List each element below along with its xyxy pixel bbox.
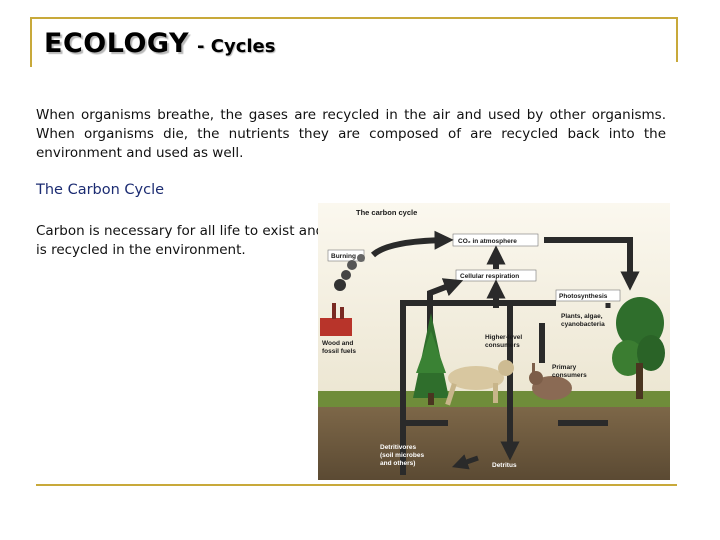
burning-label: Burning: [331, 253, 356, 260]
higher-level-label-1: Higher-level: [485, 334, 522, 341]
wood-label-1: Wood and: [322, 340, 353, 347]
respiration-label: Cellular respiration: [460, 273, 519, 280]
carbon-cycle-text: Carbon is necessary for all life to exis…: [36, 222, 326, 260]
frame-top-border: [30, 17, 677, 19]
slide-title: ECOLOGY - Cycles: [44, 28, 275, 59]
frame-right-border: [676, 17, 678, 62]
wood-label-2: fossil fuels: [322, 348, 356, 355]
plants-label-1: Plants, algae,: [561, 313, 603, 320]
higher-level-label-2: consumers: [485, 342, 520, 349]
primary-label-2: consumers: [552, 372, 587, 379]
photosynthesis-label: Photosynthesis: [559, 293, 608, 300]
frame-bottom-border: [36, 484, 677, 486]
frame-left-border: [30, 17, 32, 67]
primary-label-1: Primary: [552, 364, 577, 371]
diagram-soil: [318, 407, 670, 480]
diagram-title: The carbon cycle: [356, 208, 417, 217]
title-subtitle: - Cycles: [197, 36, 275, 57]
title-main: ECOLOGY: [44, 28, 189, 59]
carbon-cycle-diagram: The carbon cycle CO₂ in atmosphere Burni…: [318, 203, 670, 480]
intro-paragraph: When organisms breathe, the gases are re…: [36, 106, 666, 163]
detritus-label: Detritus: [492, 462, 517, 469]
plants-label-2: cyanobacteria: [561, 321, 605, 328]
detritivores-label-1: Detritivores: [380, 444, 417, 451]
co2-label: CO₂ in atmosphere: [458, 238, 517, 245]
detritivores-label-3: and others): [380, 460, 415, 467]
detritivores-label-2: (soil microbes: [380, 452, 424, 459]
carbon-cycle-heading: The Carbon Cycle: [36, 182, 164, 198]
